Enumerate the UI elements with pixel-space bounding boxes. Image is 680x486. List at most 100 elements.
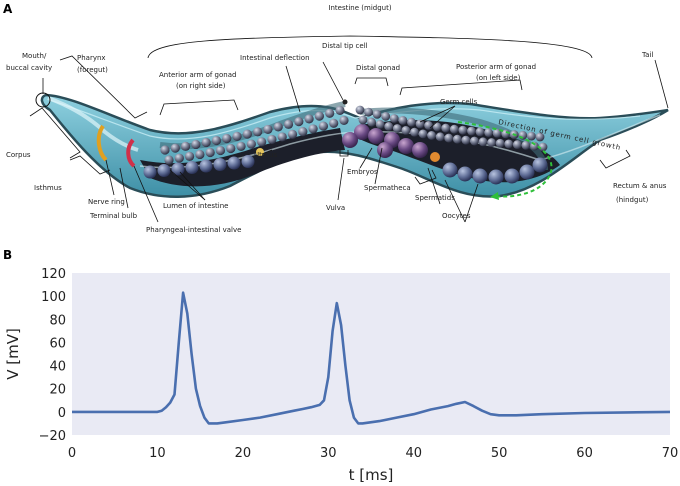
label-isthmus: Isthmus: [34, 184, 62, 192]
germ-cell: [335, 105, 345, 116]
germ-cell: [415, 119, 425, 129]
germ-cell: [484, 128, 493, 137]
label-corpus: Corpus: [6, 151, 31, 159]
germ-cell: [392, 124, 402, 133]
germ-cell: [205, 147, 215, 158]
germ-cell: [461, 135, 471, 145]
germ-cell: [424, 121, 433, 130]
germ-cell: [283, 119, 294, 129]
diagram-annotations: [29, 35, 669, 223]
oocyte: [227, 156, 241, 170]
germ-cell: [407, 117, 416, 127]
label-oocytes: Oocytes: [442, 212, 471, 220]
oocyte: [442, 162, 458, 178]
germ-cell: [164, 155, 174, 165]
oocyte: [519, 164, 535, 180]
worm-cells: [143, 105, 548, 185]
distal-tip-cell: [342, 99, 348, 105]
panel-a-label: A: [3, 2, 13, 16]
series-line: [72, 291, 671, 425]
direction-arrow: [457, 121, 553, 198]
label-intestine: Intestine (midgut): [328, 4, 391, 12]
germ-cell: [174, 153, 184, 163]
gonad-posterior: [359, 107, 548, 171]
oocyte: [143, 165, 157, 179]
germ-cell: [518, 130, 528, 140]
germ-cell: [355, 105, 365, 115]
germ-cell: [410, 127, 419, 137]
germ-cell: [535, 132, 545, 142]
label-embryos: Embryos: [347, 168, 378, 176]
pharynx: [47, 96, 139, 152]
label-vulva: Vulva: [326, 204, 345, 212]
oocyte: [488, 169, 504, 185]
embryo: [377, 142, 393, 158]
label-germ-cells: Germ cells: [440, 98, 478, 106]
label-terminal-bulb: Terminal bulb: [89, 212, 138, 220]
germ-cell: [458, 125, 468, 135]
label-pi-valve: Pharyngeal-intestinal valve: [146, 226, 241, 234]
germ-cell: [527, 131, 536, 141]
germ-cell: [384, 122, 394, 131]
germ-cell: [478, 137, 488, 147]
label-posterior-arm-2: (on left side): [476, 74, 521, 82]
germ-cell: [432, 122, 442, 132]
label-posterior-arm-1: Posterior arm of gonad: [456, 63, 536, 71]
label-tail: Tail: [641, 51, 653, 59]
y-tick-label: 100: [41, 290, 66, 305]
germ-cell: [538, 142, 548, 152]
germ-cell: [180, 141, 191, 151]
germ-cell: [444, 133, 454, 143]
y-tick-label: 60: [49, 336, 66, 351]
label-spermatheca: Spermatheca: [364, 184, 411, 192]
germ-cell: [475, 127, 485, 137]
y-tick-label: 40: [49, 360, 66, 375]
label-lumen: Lumen of intestine: [163, 202, 229, 210]
germ-cell: [263, 124, 273, 135]
germ-cell: [287, 129, 298, 139]
germ-cell: [298, 127, 308, 137]
germ-cell: [308, 124, 318, 134]
label-distal-gonad: Distal gonad: [356, 64, 400, 72]
x-tick-label: 50: [491, 446, 508, 461]
germ-cell: [170, 143, 180, 153]
germ-cell: [222, 133, 232, 144]
germ-cell: [435, 132, 445, 142]
germ-cell: [329, 118, 339, 128]
germ-cell: [277, 132, 287, 142]
oocyte: [157, 164, 171, 177]
y-tick-label: 20: [49, 383, 66, 398]
plot-area: [72, 273, 670, 435]
germ-cell: [449, 124, 459, 134]
y-axis-label: V [mV]: [4, 328, 22, 380]
label-spermatids: Spermatids: [415, 194, 455, 202]
direction-arrowhead: [490, 192, 499, 200]
embryo: [412, 142, 428, 158]
germ-cell: [467, 126, 476, 136]
label-uterus: Uterus: [254, 151, 277, 159]
label-nerve-ring: Nerve ring: [88, 198, 125, 206]
oocyte: [504, 168, 520, 184]
oocyte: [213, 158, 227, 171]
label-pharynx-2: (foregut): [77, 66, 108, 74]
germ-cell: [195, 149, 205, 160]
panel-b-label: B: [3, 248, 12, 262]
germ-cell: [160, 145, 170, 155]
x-tick-label: 20: [235, 446, 252, 461]
germ-cell: [267, 134, 277, 145]
germ-cell: [191, 139, 201, 150]
oocyte: [241, 155, 255, 168]
germ-cell: [314, 111, 325, 121]
germ-cell: [294, 117, 304, 127]
germ-cell: [304, 114, 314, 124]
germ-cell: [401, 126, 411, 135]
embryo: [368, 128, 384, 144]
label-mouth-2: buccal cavity: [6, 64, 52, 72]
germ-cell: [257, 137, 267, 147]
label-anterior-arm-2: (on right side): [176, 82, 226, 90]
germ-cell: [367, 117, 376, 127]
label-distal-tip-cell: Distal tip cell: [322, 42, 368, 50]
